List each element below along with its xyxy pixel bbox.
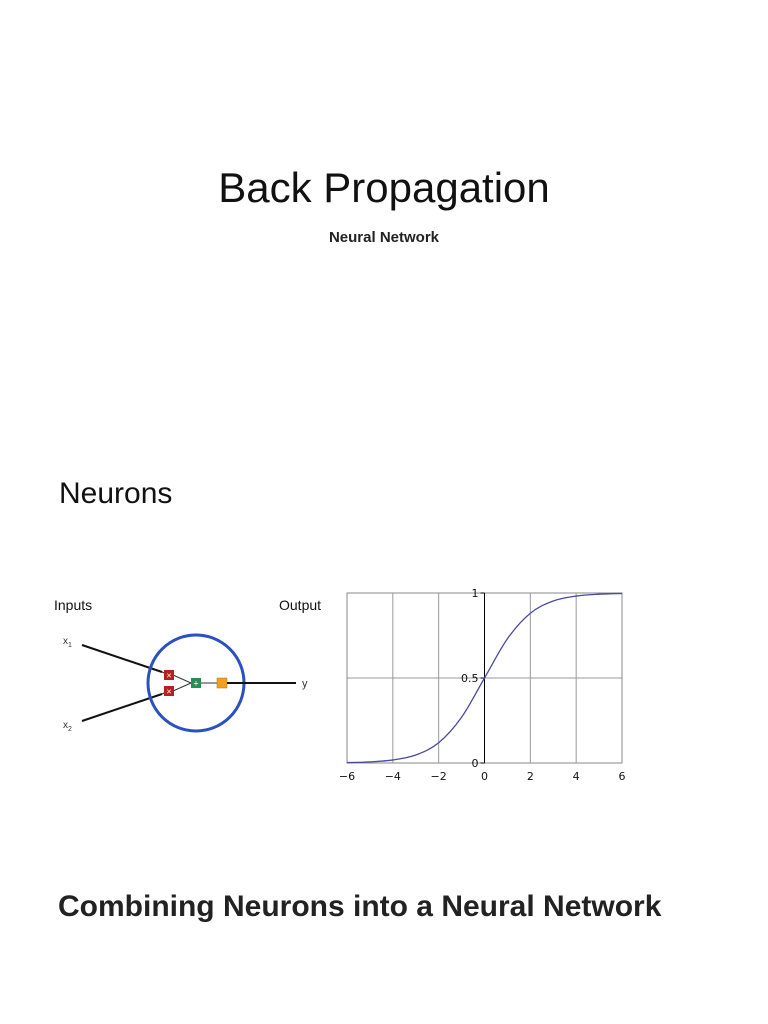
add-node bbox=[191, 678, 201, 688]
chart-curve-layer bbox=[346, 592, 623, 764]
output-label: Output bbox=[279, 597, 322, 613]
sigmoid-chart: −6 −4 −2 0 2 4 6 0 0.5 1 bbox=[339, 587, 626, 783]
input-line-x1 bbox=[81, 644, 163, 673]
x1-label: x1 bbox=[63, 636, 72, 649]
multiply-node-1 bbox=[164, 670, 174, 680]
y-tick-label: 1 bbox=[472, 587, 479, 600]
x-tick-label: 6 bbox=[619, 770, 626, 783]
x-tick-label: 4 bbox=[573, 770, 580, 783]
chart-tick-labels: −6 −4 −2 0 2 4 6 0 0.5 1 bbox=[339, 587, 626, 783]
chart-grid bbox=[346, 592, 623, 764]
neuron-diagram: x1 x2 × × + y bbox=[63, 633, 308, 733]
multiply-node-2 bbox=[164, 686, 174, 696]
bottom-heading: Combining Neurons into a Neural Network bbox=[58, 890, 662, 923]
y-tick-label: 0 bbox=[472, 757, 479, 770]
x2-label: x2 bbox=[63, 720, 72, 733]
y-tick-label: 0.5 bbox=[461, 672, 479, 685]
multiply-symbol-1: × bbox=[166, 671, 171, 681]
x-tick-label: 2 bbox=[527, 770, 534, 783]
section-heading: Neurons bbox=[59, 477, 173, 510]
multiply-symbol-2: × bbox=[166, 687, 171, 697]
sigmoid-curve bbox=[346, 592, 623, 764]
x-tick-label: −2 bbox=[431, 770, 447, 783]
input-line-x2 bbox=[81, 693, 163, 722]
y-label: y bbox=[302, 678, 308, 690]
x-tick-label: −4 bbox=[385, 770, 401, 783]
slide-title: Back Propagation bbox=[218, 164, 550, 211]
add-symbol: + bbox=[193, 679, 198, 689]
activation-node bbox=[216, 677, 228, 689]
slide-subtitle: Neural Network bbox=[328, 229, 440, 246]
x-tick-label: −6 bbox=[339, 770, 355, 783]
x-tick-label: 0 bbox=[481, 770, 488, 783]
inputs-label: Inputs bbox=[54, 597, 93, 613]
